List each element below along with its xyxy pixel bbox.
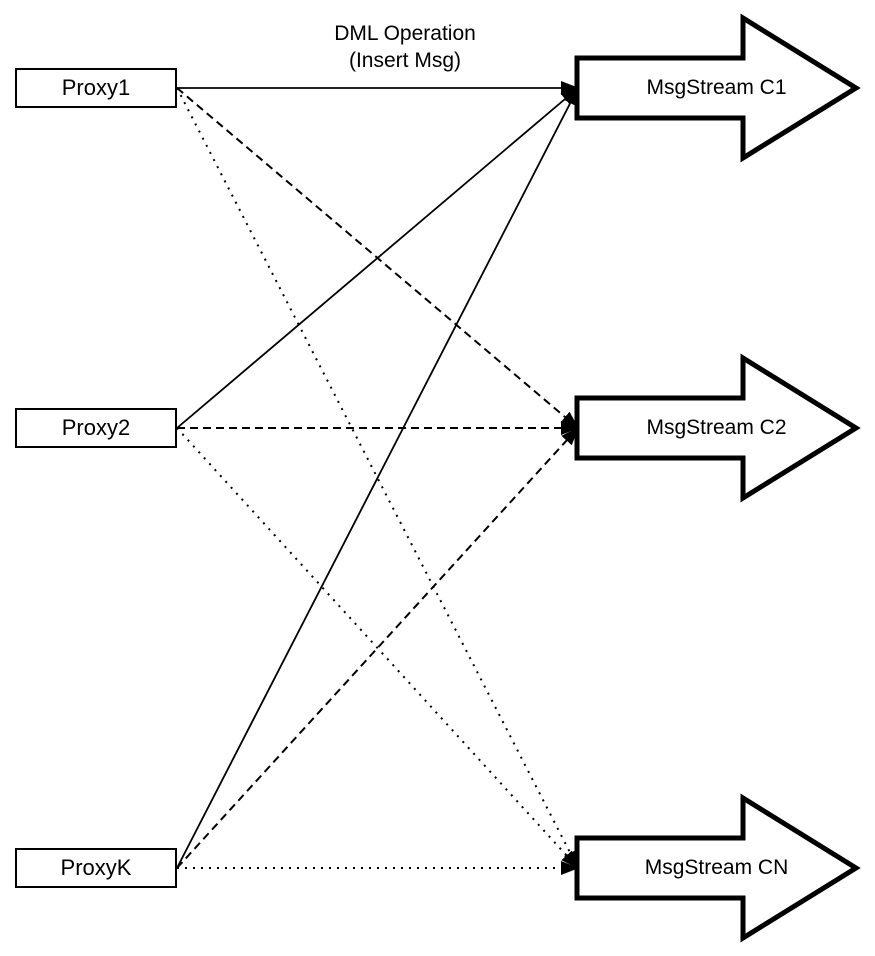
msgstream-cn-arrow-shape [574, 793, 861, 943]
node-proxyk: ProxyK [15, 848, 177, 888]
diagram-title: DML Operation (Insert Msg) [295, 20, 515, 74]
node-proxy2: Proxy2 [15, 408, 177, 448]
msgstream-c2-arrow-shape [574, 353, 861, 503]
edge-proxyk-to-c2 [176, 427, 579, 869]
edge-proxy2-to-cn [176, 427, 579, 869]
edge-proxy1-to-c2 [176, 87, 579, 429]
diagram-title-line1: DML Operation [334, 22, 476, 45]
node-proxy1-label: Proxy1 [61, 75, 131, 100]
diagram-title-line2: (Insert Msg) [348, 49, 461, 72]
msgstream-c1-arrow-shape [574, 13, 861, 163]
node-proxyk-label: ProxyK [60, 855, 132, 880]
node-proxy1: Proxy1 [15, 68, 177, 108]
node-proxy2-label: Proxy2 [61, 415, 131, 440]
edge-proxyk-to-c1 [176, 87, 579, 869]
